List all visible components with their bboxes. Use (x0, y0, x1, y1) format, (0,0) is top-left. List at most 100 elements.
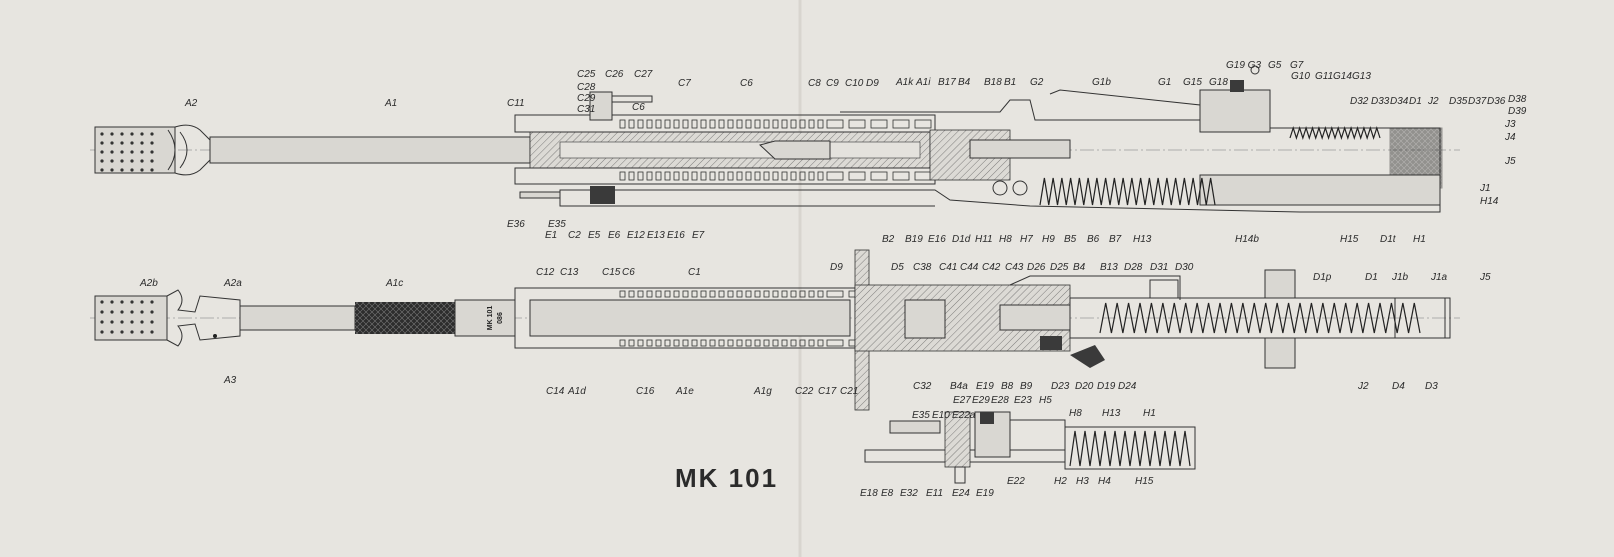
part-label: D4 (1392, 381, 1405, 392)
cooling-slot (754, 290, 761, 298)
cooling-slot (763, 119, 770, 129)
cooling-slot (772, 171, 779, 181)
vent-hole (150, 141, 154, 145)
cooling-slot (781, 171, 788, 181)
part-label: E8 (881, 488, 894, 499)
muzzle-brake-lower (94, 289, 241, 347)
spring-coil (1289, 126, 1381, 140)
vent-hole (100, 330, 104, 334)
part-label: G1b (1092, 77, 1111, 88)
part-label: D32 (1350, 96, 1369, 107)
cooling-slot (745, 290, 752, 298)
part-label: G10 (1291, 71, 1310, 82)
cooling-slot (718, 171, 725, 181)
vent-hole (150, 168, 154, 172)
part-label: D20 (1075, 381, 1094, 392)
part-label: D3 (1425, 381, 1438, 392)
part-label: D34 (1390, 96, 1409, 107)
part-label: G11 (1315, 71, 1333, 82)
part-label: H2 (1054, 476, 1067, 487)
part-label: D1p (1313, 272, 1332, 283)
part-label: C10 (845, 78, 864, 89)
cooling-slot (646, 339, 653, 347)
part-label: D9 (830, 262, 843, 273)
part-label: D25 (1050, 262, 1069, 273)
cooling-slot (808, 119, 815, 129)
part-label: J5 (1479, 272, 1491, 283)
part-label: G14 (1333, 71, 1352, 82)
part-label: D38 (1508, 94, 1527, 105)
vent-hole (130, 300, 134, 304)
part-label: E16 (667, 230, 685, 241)
part-label: E22a (952, 410, 976, 421)
part-label: G15 (1183, 77, 1202, 88)
cooling-slot (682, 171, 689, 181)
vent-hole (110, 330, 114, 334)
part-label: C21 (840, 386, 858, 397)
cooling-slot (826, 290, 844, 298)
part-label: D36 (1487, 96, 1506, 107)
vent-hole (150, 330, 154, 334)
part-label: H13 (1102, 408, 1121, 419)
part-label: G7 (1290, 60, 1304, 71)
cooling-slot (808, 290, 815, 298)
part-label: C41 (939, 262, 957, 273)
cooling-slot (763, 339, 770, 347)
part-label: A1c (385, 278, 403, 289)
part-label: C26 (605, 69, 624, 80)
cooling-slot (718, 339, 725, 347)
part-label: C16 (636, 386, 655, 397)
part-label: A1k (895, 77, 914, 88)
vent-hole (120, 330, 124, 334)
vent-hole (110, 150, 114, 154)
cooling-slot (673, 339, 680, 347)
part-label: E16 (928, 234, 946, 245)
vent-hole (110, 310, 114, 314)
cooling-slot (628, 339, 635, 347)
vent-hole (150, 320, 154, 324)
part-label: H11 (975, 234, 993, 245)
part-label: J1a (1430, 272, 1448, 283)
part-label: D33 (1371, 96, 1390, 107)
cooling-slot (682, 290, 689, 298)
muzzle-brake-top (94, 124, 211, 176)
part-label: B1 (1004, 77, 1016, 88)
cooling-slot (745, 171, 752, 181)
cooling-slot (799, 171, 806, 181)
recoil-spring-top (1039, 177, 1216, 206)
barrel-lower (239, 305, 356, 331)
cooling-slot (655, 119, 662, 129)
cooling-slot (914, 171, 932, 181)
part-label: C44 (960, 262, 979, 273)
part-label: H5 (1039, 395, 1052, 406)
vent-hole (130, 159, 134, 163)
vent-hole (120, 320, 124, 324)
vent-hole (110, 320, 114, 324)
part-label: A2a (223, 278, 242, 289)
cooling-slot (727, 290, 734, 298)
part-label: H15 (1340, 234, 1359, 245)
part-label: E18 (860, 488, 878, 499)
part-label: H1 (1413, 234, 1426, 245)
part-label: D24 (1118, 381, 1137, 392)
cooling-slot (808, 339, 815, 347)
cooling-slot (754, 339, 761, 347)
cooling-slot (763, 290, 770, 298)
vent-hole (100, 320, 104, 324)
part-label: C25 (577, 69, 596, 80)
part-label: B4 (1073, 262, 1086, 273)
part-label: H4 (1098, 476, 1111, 487)
vent-hole (140, 168, 144, 172)
part-label: D35 (1449, 96, 1468, 107)
part-label: H8 (1069, 408, 1082, 419)
part-label: B4a (950, 381, 968, 392)
vent-hole (130, 330, 134, 334)
part-label: D26 (1027, 262, 1046, 273)
part-label: H14b (1235, 234, 1259, 245)
vent-hole (100, 159, 104, 163)
cartridge-projectile (758, 140, 831, 160)
part-label: C1 (688, 267, 701, 278)
part-label: E12 (627, 230, 645, 241)
part-label: C9 (826, 78, 839, 89)
part-label: A1i (915, 77, 931, 88)
